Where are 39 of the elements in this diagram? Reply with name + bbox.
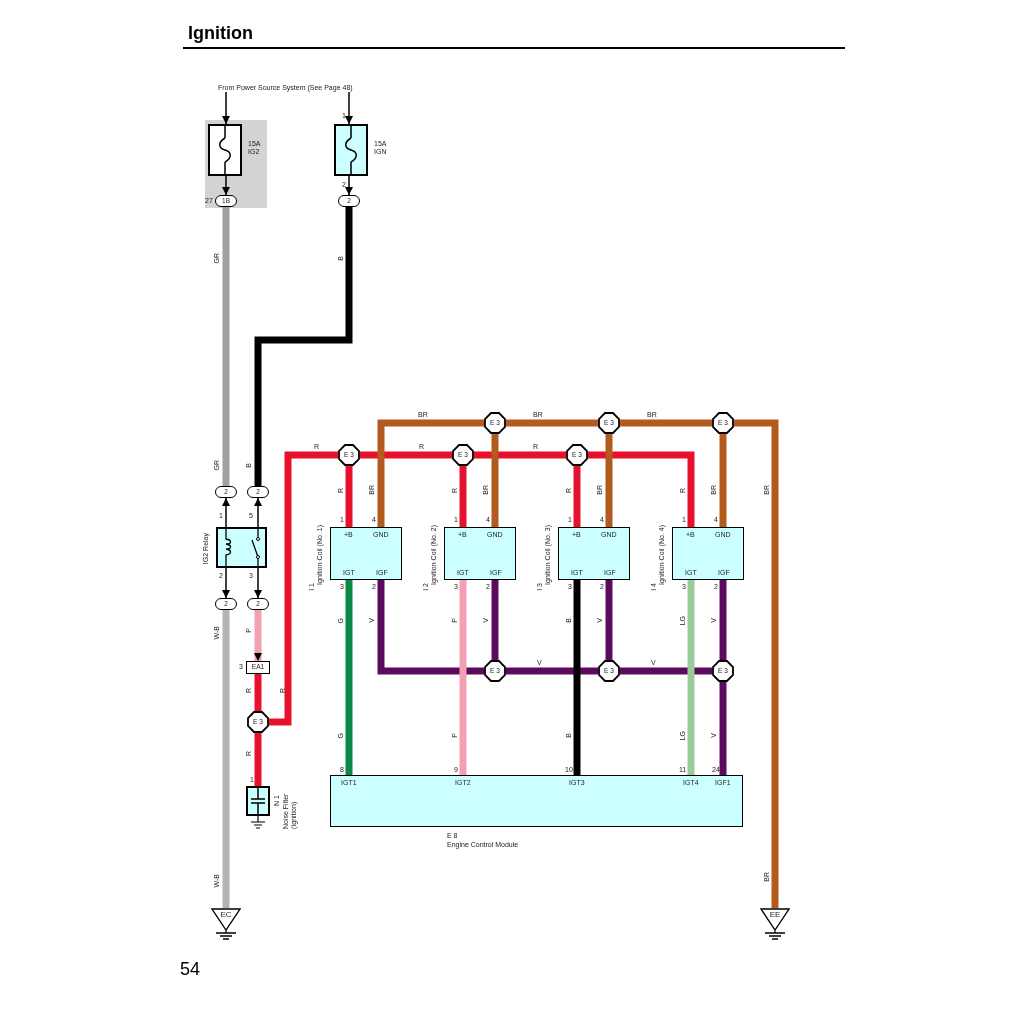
wire <box>360 451 452 459</box>
arrow <box>222 497 230 528</box>
arrow <box>222 91 230 125</box>
arrow <box>254 567 262 599</box>
wire <box>254 674 262 711</box>
wire <box>254 733 262 786</box>
wire <box>269 451 338 726</box>
wire <box>620 667 712 675</box>
page-title: Ignition <box>188 22 253 44</box>
wire <box>573 466 581 527</box>
wire <box>254 610 262 661</box>
wire <box>491 580 499 660</box>
wire <box>719 434 727 527</box>
wire <box>459 580 467 775</box>
wire <box>474 451 566 459</box>
wire <box>222 207 230 486</box>
wire <box>254 207 353 486</box>
wire <box>719 682 727 775</box>
wire <box>506 667 598 675</box>
wire <box>719 580 727 660</box>
wire <box>687 580 695 775</box>
wire <box>620 419 712 427</box>
wire <box>573 580 581 775</box>
arrow <box>222 567 230 599</box>
arrow <box>254 497 262 528</box>
wire <box>491 434 499 527</box>
arrow <box>222 175 230 196</box>
wire <box>377 419 484 527</box>
arrow <box>345 91 353 125</box>
wire <box>605 580 613 660</box>
wire <box>377 580 484 675</box>
wire <box>588 451 695 527</box>
arrow <box>345 175 353 196</box>
page-number: 54 <box>180 958 201 980</box>
wire <box>605 434 613 527</box>
wire <box>345 466 353 527</box>
wire <box>345 580 353 775</box>
wire <box>459 466 467 527</box>
wire <box>506 419 598 427</box>
